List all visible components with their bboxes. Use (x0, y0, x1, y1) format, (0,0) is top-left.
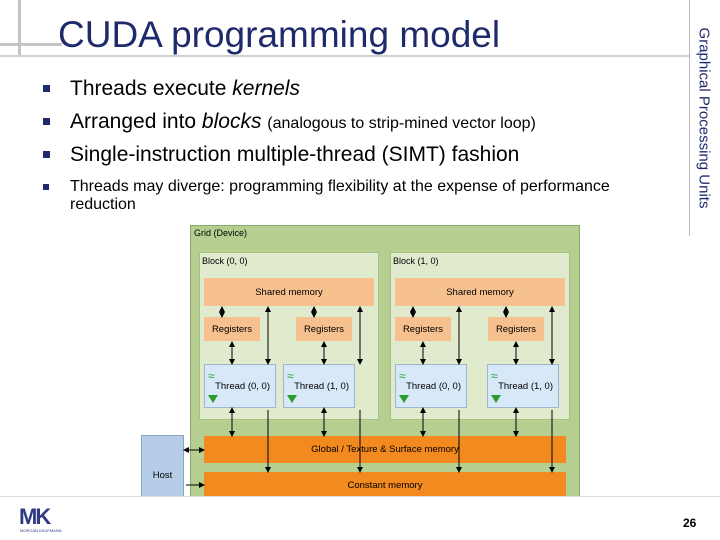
down-triangle-icon (399, 395, 409, 403)
block-0-registers-1: Registers (296, 317, 352, 341)
block-1-thread-0: ≈ Thread (0, 0) (395, 364, 467, 408)
constant-memory-bar: Constant memory (204, 472, 566, 499)
slide-title: CUDA programming model (58, 14, 501, 55)
bullet-text: Threads execute (70, 77, 233, 100)
thread-label: Thread (1, 0) (294, 380, 349, 392)
title-rule (0, 55, 690, 57)
thread-label: Thread (1, 0) (498, 380, 553, 392)
bullet-item: Threads execute kernels (40, 76, 680, 109)
bullet-emphasis: kernels (232, 77, 300, 100)
block-0-thread-0: ≈ Thread (0, 0) (204, 364, 276, 408)
square-bullet-icon (43, 151, 50, 158)
block-1-registers-1: Registers (488, 317, 544, 341)
logo-subtext: MORGAN KAUFMANN (20, 528, 62, 533)
bullet-text: Threads may diverge: programming flexibi… (70, 178, 610, 213)
global-memory-bar: Global / Texture & Surface memory (204, 436, 566, 463)
block-1-thread-1: ≈ Thread (1, 0) (487, 364, 559, 408)
side-label: Graphical Processing Units (695, 27, 713, 209)
bullet-text: Single-instruction multiple-thread (SIMT… (70, 143, 520, 166)
block-0-label: Block (0, 0) (202, 256, 248, 266)
block-1-label: Block (1, 0) (393, 256, 439, 266)
corner-decoration-horizontal (0, 43, 62, 46)
down-triangle-icon (208, 395, 218, 403)
page-number: 26 (683, 516, 697, 530)
down-triangle-icon (287, 395, 297, 403)
square-bullet-icon (43, 118, 50, 125)
wavy-thread-icon: ≈ (491, 369, 498, 383)
logo-mark: MK (19, 504, 51, 529)
thread-label: Thread (0, 0) (406, 380, 461, 392)
bullet-note: (analogous to strip-mined vector loop) (267, 115, 536, 132)
bullet-item: Arranged into blocks (analogous to strip… (40, 109, 680, 142)
bullet-item: Single-instruction multiple-thread (SIMT… (40, 142, 680, 175)
wavy-thread-icon: ≈ (208, 369, 215, 383)
block-1-registers-0: Registers (395, 317, 451, 341)
slide-footer (0, 496, 720, 540)
block-1-shared-memory: Shared memory (395, 278, 565, 306)
side-label-bar (689, 0, 720, 236)
bullet-text: Arranged into (70, 110, 202, 133)
block-0-registers-0: Registers (204, 317, 260, 341)
wavy-thread-icon: ≈ (399, 369, 406, 383)
thread-label: Thread (0, 0) (215, 380, 270, 392)
bullet-list: Threads execute kernels Arranged into bl… (40, 76, 680, 214)
square-bullet-icon (43, 85, 50, 92)
publisher-logo: MK MORGAN KAUFMANN (19, 504, 74, 534)
block-0-shared-memory: Shared memory (204, 278, 374, 306)
wavy-thread-icon: ≈ (287, 369, 294, 383)
corner-decoration-vertical (18, 0, 21, 56)
bullet-item: Threads may diverge: programming flexibi… (40, 178, 680, 214)
block-0-thread-1: ≈ Thread (1, 0) (283, 364, 355, 408)
down-triangle-icon (491, 395, 501, 403)
bullet-emphasis: blocks (201, 110, 262, 133)
square-bullet-icon (43, 184, 49, 190)
grid-label: Grid (Device) (194, 228, 248, 238)
